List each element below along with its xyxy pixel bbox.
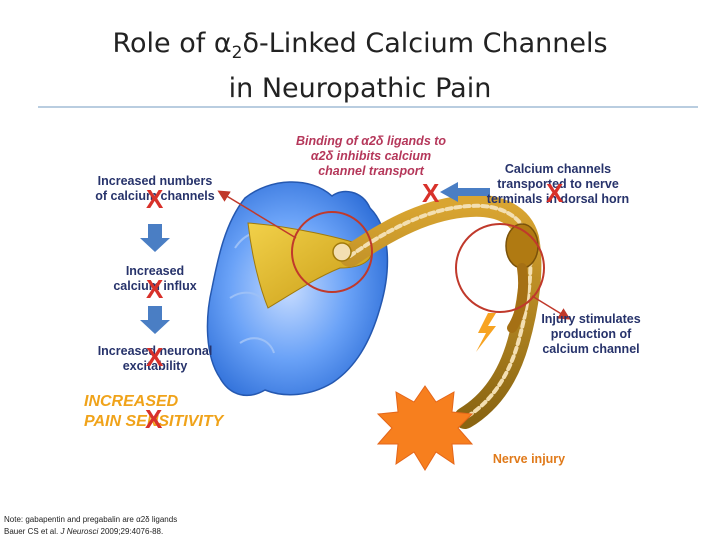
pain-line-1: INCREASED [84, 393, 179, 410]
injury-line-3: calcium channel [542, 342, 640, 356]
increased-influx-line-1: Increased [125, 264, 185, 278]
increased-excitability-label: Increased neuronal excitability [90, 344, 220, 374]
increased-numbers-line-2: of calcium channels [95, 189, 215, 203]
citation-authors: Bauer CS et al. [4, 527, 61, 536]
x-mark-transport: X [546, 178, 564, 208]
title-line-1: Role of α2δ-Linked Calcium Channels [0, 26, 720, 71]
citation-details: 2009;29:4076-88. [98, 527, 164, 536]
footnote-note: Note: gabapentin and pregabalin are α2δ … [4, 515, 178, 524]
increased-influx-line-2: calcium influx [113, 279, 197, 293]
title-prefix: Role of [112, 28, 214, 59]
binding-line-3: channel transport [318, 164, 424, 178]
title-subscript: 2 [231, 43, 243, 63]
footnote-citation: Bauer CS et al. J Neurosci 2009;29:4076-… [4, 526, 163, 537]
nerve-injury-burst [376, 385, 474, 471]
transport-arrow [440, 182, 490, 202]
x-mark-numbers: X [146, 184, 164, 214]
flow-arrow-2 [140, 306, 170, 334]
diagram-illustration [140, 181, 571, 471]
nerve-fiber [339, 194, 542, 429]
title-delta: δ [242, 28, 259, 59]
transported-line-3: terminals in dorsal horn [486, 192, 630, 206]
transported-line-1: Calcium channels [504, 162, 612, 176]
title-alpha: α [213, 28, 232, 59]
slide-title: Role of α2δ-Linked Calcium Channels in N… [0, 26, 720, 107]
transported-line-2: transported to nerve [497, 177, 619, 191]
binding-label: Binding of α2δ ligands to α2δ inhibits c… [286, 134, 456, 179]
binding-line-1: Binding of α2δ ligands to [295, 134, 447, 148]
increased-numbers-label: Increased numbers of calcium channels [90, 174, 220, 204]
increased-influx-label: Increased calcium influx [100, 264, 210, 294]
binding-line-2: α2δ inhibits calcium [310, 149, 432, 163]
terminal-highlight-circle [291, 211, 373, 293]
injury-line-1: Injury stimulates [541, 312, 641, 326]
x-mark-influx: X [146, 274, 164, 304]
increased-excitability-line-2: excitability [122, 359, 188, 373]
diagram-panel: Binding of α2δ ligands to α2δ inhibits c… [70, 128, 650, 476]
lightning-icon [476, 313, 496, 352]
increased-excitability-line-1: Increased neuronal [97, 344, 213, 358]
flow-arrow-1 [140, 224, 170, 252]
ganglion-highlight-circle [455, 223, 545, 313]
title-divider [38, 106, 698, 108]
x-mark-pain: X [145, 404, 163, 434]
citation-journal: J Neurosci [60, 527, 99, 536]
injury-line-2: production of [550, 327, 632, 341]
arrow-to-increased-numbers [217, 190, 297, 239]
increased-numbers-line-1: Increased numbers [97, 174, 213, 188]
nerve-injury-label: Nerve injury [492, 452, 566, 466]
channels-transported-label: Calcium channels transported to nerve te… [478, 162, 638, 207]
nerve-terminal [332, 242, 352, 262]
x-mark-excitability: X [146, 342, 164, 372]
title-line-2: in Neuropathic Pain [228, 73, 492, 104]
injury-stimulates-label: Injury stimulates production of calcium … [532, 312, 650, 357]
pain-sensitivity-label: INCREASED PAIN SENSITIVITY [84, 392, 264, 432]
arrow-to-injury-stimulates [531, 295, 571, 320]
pain-line-2: PAIN SENSITIVITY [84, 413, 224, 430]
x-mark-binding: X [422, 178, 440, 208]
title-suffix: -Linked Calcium Channels [258, 28, 608, 59]
